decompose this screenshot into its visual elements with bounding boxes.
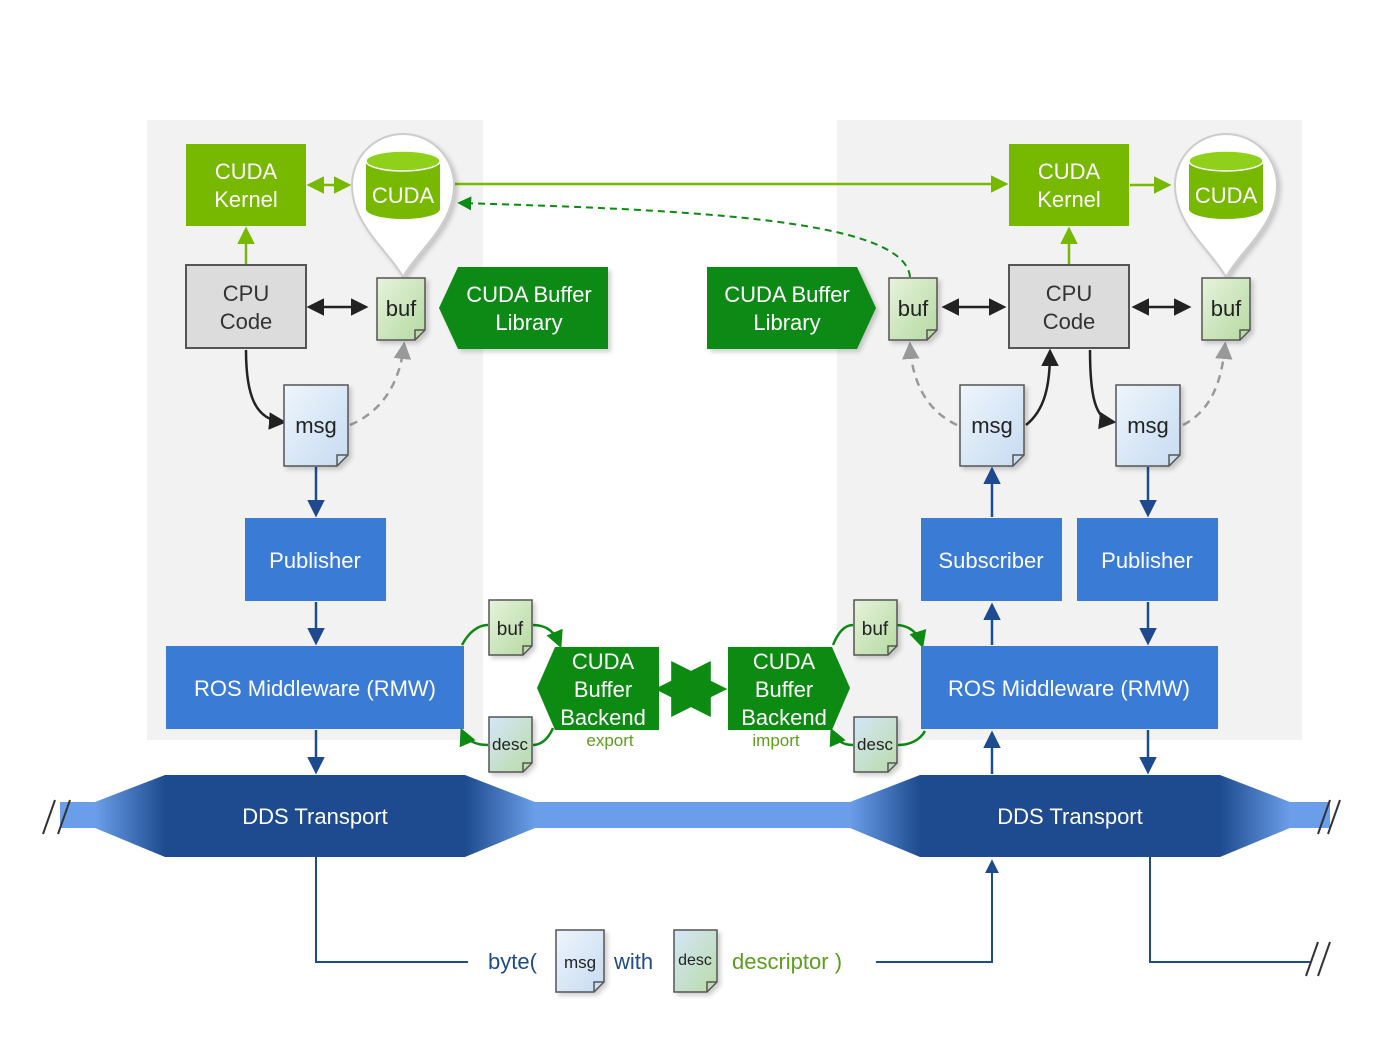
- left-backend-line1: CUDA: [572, 649, 635, 674]
- left-backend-line2: Buffer: [574, 677, 632, 702]
- left-cuda-memory-pin: CUDA: [350, 133, 456, 280]
- right-buf-small-label: buf: [862, 619, 889, 640]
- left-publisher-label: Publisher: [269, 548, 361, 573]
- left-cuda-kernel: CUDA Kernel: [186, 144, 306, 226]
- left-buf-doc: [376, 277, 426, 341]
- right-buffer-library: [707, 267, 876, 349]
- right-backend-line1: CUDA: [753, 649, 816, 674]
- left-buf-small-doc: [488, 599, 533, 656]
- legend-desc-label: desc: [678, 952, 712, 969]
- right-subscriber: Subscriber: [921, 518, 1062, 601]
- arrow-left-cpu-msg: [244, 349, 287, 430]
- break-mark-left: [42, 799, 71, 835]
- legend-with: with: [613, 949, 653, 974]
- right-msg-right-doc: [1115, 384, 1181, 467]
- legend-msg-doc: [555, 929, 605, 993]
- left-buffer-library-line2: Library: [495, 310, 562, 335]
- left-cuda-memory-label: CUDA: [372, 183, 435, 208]
- right-rmw-label: ROS Middleware (RMW): [948, 676, 1190, 701]
- left-msg-label: msg: [295, 413, 337, 438]
- right-buf-left-doc: [888, 277, 938, 341]
- left-msg-doc: [283, 384, 349, 467]
- arrow-right-msg2-buf-dashed: [1182, 341, 1233, 427]
- arrow-right-msg-buf-dashed: [902, 341, 958, 427]
- line-dds-left-to-legend: [315, 857, 468, 963]
- right-msg-left-doc: [959, 384, 1025, 467]
- right-buffer-library-line1: CUDA Buffer: [724, 282, 850, 307]
- right-msg-right-label: msg: [1127, 413, 1169, 438]
- legend-msg-label: msg: [564, 953, 596, 972]
- right-backend-sub: import: [752, 731, 800, 750]
- left-rmw: ROS Middleware (RMW): [166, 646, 464, 729]
- right-backend-line2: Buffer: [755, 677, 813, 702]
- arc-right-backend-buf: [831, 623, 854, 646]
- arc-right-buf-rmw: [895, 623, 927, 649]
- arrow-left-msg-buf-dashed: [349, 341, 412, 427]
- right-desc-small-label: desc: [857, 735, 893, 754]
- legend-desc-doc: [673, 929, 718, 993]
- left-buf-small-label: buf: [497, 619, 524, 640]
- left-cpu-code: CPU Code: [185, 264, 307, 349]
- right-buf-right-label: buf: [1211, 296, 1242, 321]
- right-cuda-kernel: CUDA Kernel: [1009, 144, 1129, 226]
- left-buffer-library: [439, 267, 608, 349]
- dds-transport-left-label: DDS Transport: [242, 804, 388, 829]
- database-icon: [1188, 150, 1264, 219]
- left-desc-small-label: desc: [492, 735, 528, 754]
- arrow-right-msg-cpu: [1025, 348, 1059, 426]
- right-cuda-kernel-line2: Kernel: [1037, 187, 1101, 212]
- legend-suffix: descriptor ): [732, 949, 842, 974]
- left-cuda-kernel-line2: Kernel: [214, 187, 278, 212]
- left-cpu-code-line1: CPU: [223, 281, 269, 306]
- right-buf-right-doc: [1201, 277, 1251, 341]
- dds-transport-right-label: DDS Transport: [997, 804, 1143, 829]
- arrow-right-cpu-msg: [1088, 349, 1117, 430]
- left-buffer-library-line1: CUDA Buffer: [466, 282, 592, 307]
- arc-left-backend-desc: [532, 727, 555, 747]
- arc-right-desc-backend: [829, 727, 854, 748]
- left-backend-line3: Backend: [560, 705, 646, 730]
- right-buf-small-doc: [853, 599, 898, 656]
- arc-right-rmw-desc: [897, 730, 927, 747]
- left-desc-small-doc: [488, 716, 533, 773]
- serialization-legend: byte( msg with desc descriptor ): [488, 929, 842, 993]
- line-dds-right-out: [1149, 857, 1310, 963]
- left-backend-sub: export: [586, 731, 634, 750]
- right-subscriber-label: Subscriber: [938, 548, 1043, 573]
- right-cpu-code: CPU Code: [1008, 264, 1130, 349]
- arc-left-rmw-buf: [460, 623, 489, 646]
- break-mark-right: [1317, 799, 1341, 835]
- right-backend-line3: Backend: [741, 705, 827, 730]
- database-icon: [365, 150, 441, 219]
- right-buf-left-label: buf: [898, 296, 929, 321]
- right-cuda-kernel-line1: CUDA: [1038, 159, 1101, 184]
- left-buffer-backend: CUDA Buffer Backend: [537, 647, 659, 730]
- right-publisher-label: Publisher: [1101, 548, 1193, 573]
- dds-transport-band: [42, 775, 1341, 977]
- left-cpu-code-line2: Code: [220, 309, 273, 334]
- left-cuda-kernel-line1: CUDA: [215, 159, 278, 184]
- break-mark-bottom: [1305, 941, 1331, 977]
- left-buf-label: buf: [386, 296, 417, 321]
- right-cuda-memory-pin: CUDA: [1173, 133, 1279, 280]
- right-msg-left-label: msg: [971, 413, 1013, 438]
- right-buffer-library-line2: Library: [753, 310, 820, 335]
- arc-left-buf-backend: [532, 623, 563, 649]
- line-legend-to-dds-right: [876, 859, 999, 963]
- right-buffer-backend: CUDA Buffer Backend: [728, 647, 850, 730]
- right-publisher: Publisher: [1077, 518, 1218, 601]
- arc-left-desc-rmw: [459, 727, 489, 748]
- right-cuda-memory-label: CUDA: [1195, 183, 1258, 208]
- left-publisher: Publisher: [245, 518, 386, 601]
- right-cpu-code-line1: CPU: [1046, 281, 1092, 306]
- connectors: [237, 175, 1310, 963]
- right-cpu-code-line2: Code: [1043, 309, 1096, 334]
- left-rmw-label: ROS Middleware (RMW): [194, 676, 436, 701]
- legend-prefix: byte(: [488, 949, 538, 974]
- right-rmw: ROS Middleware (RMW): [921, 646, 1218, 729]
- arrow-dashed-right-buf-to-left-cuda: [457, 196, 911, 278]
- right-desc-small-doc: [853, 716, 898, 773]
